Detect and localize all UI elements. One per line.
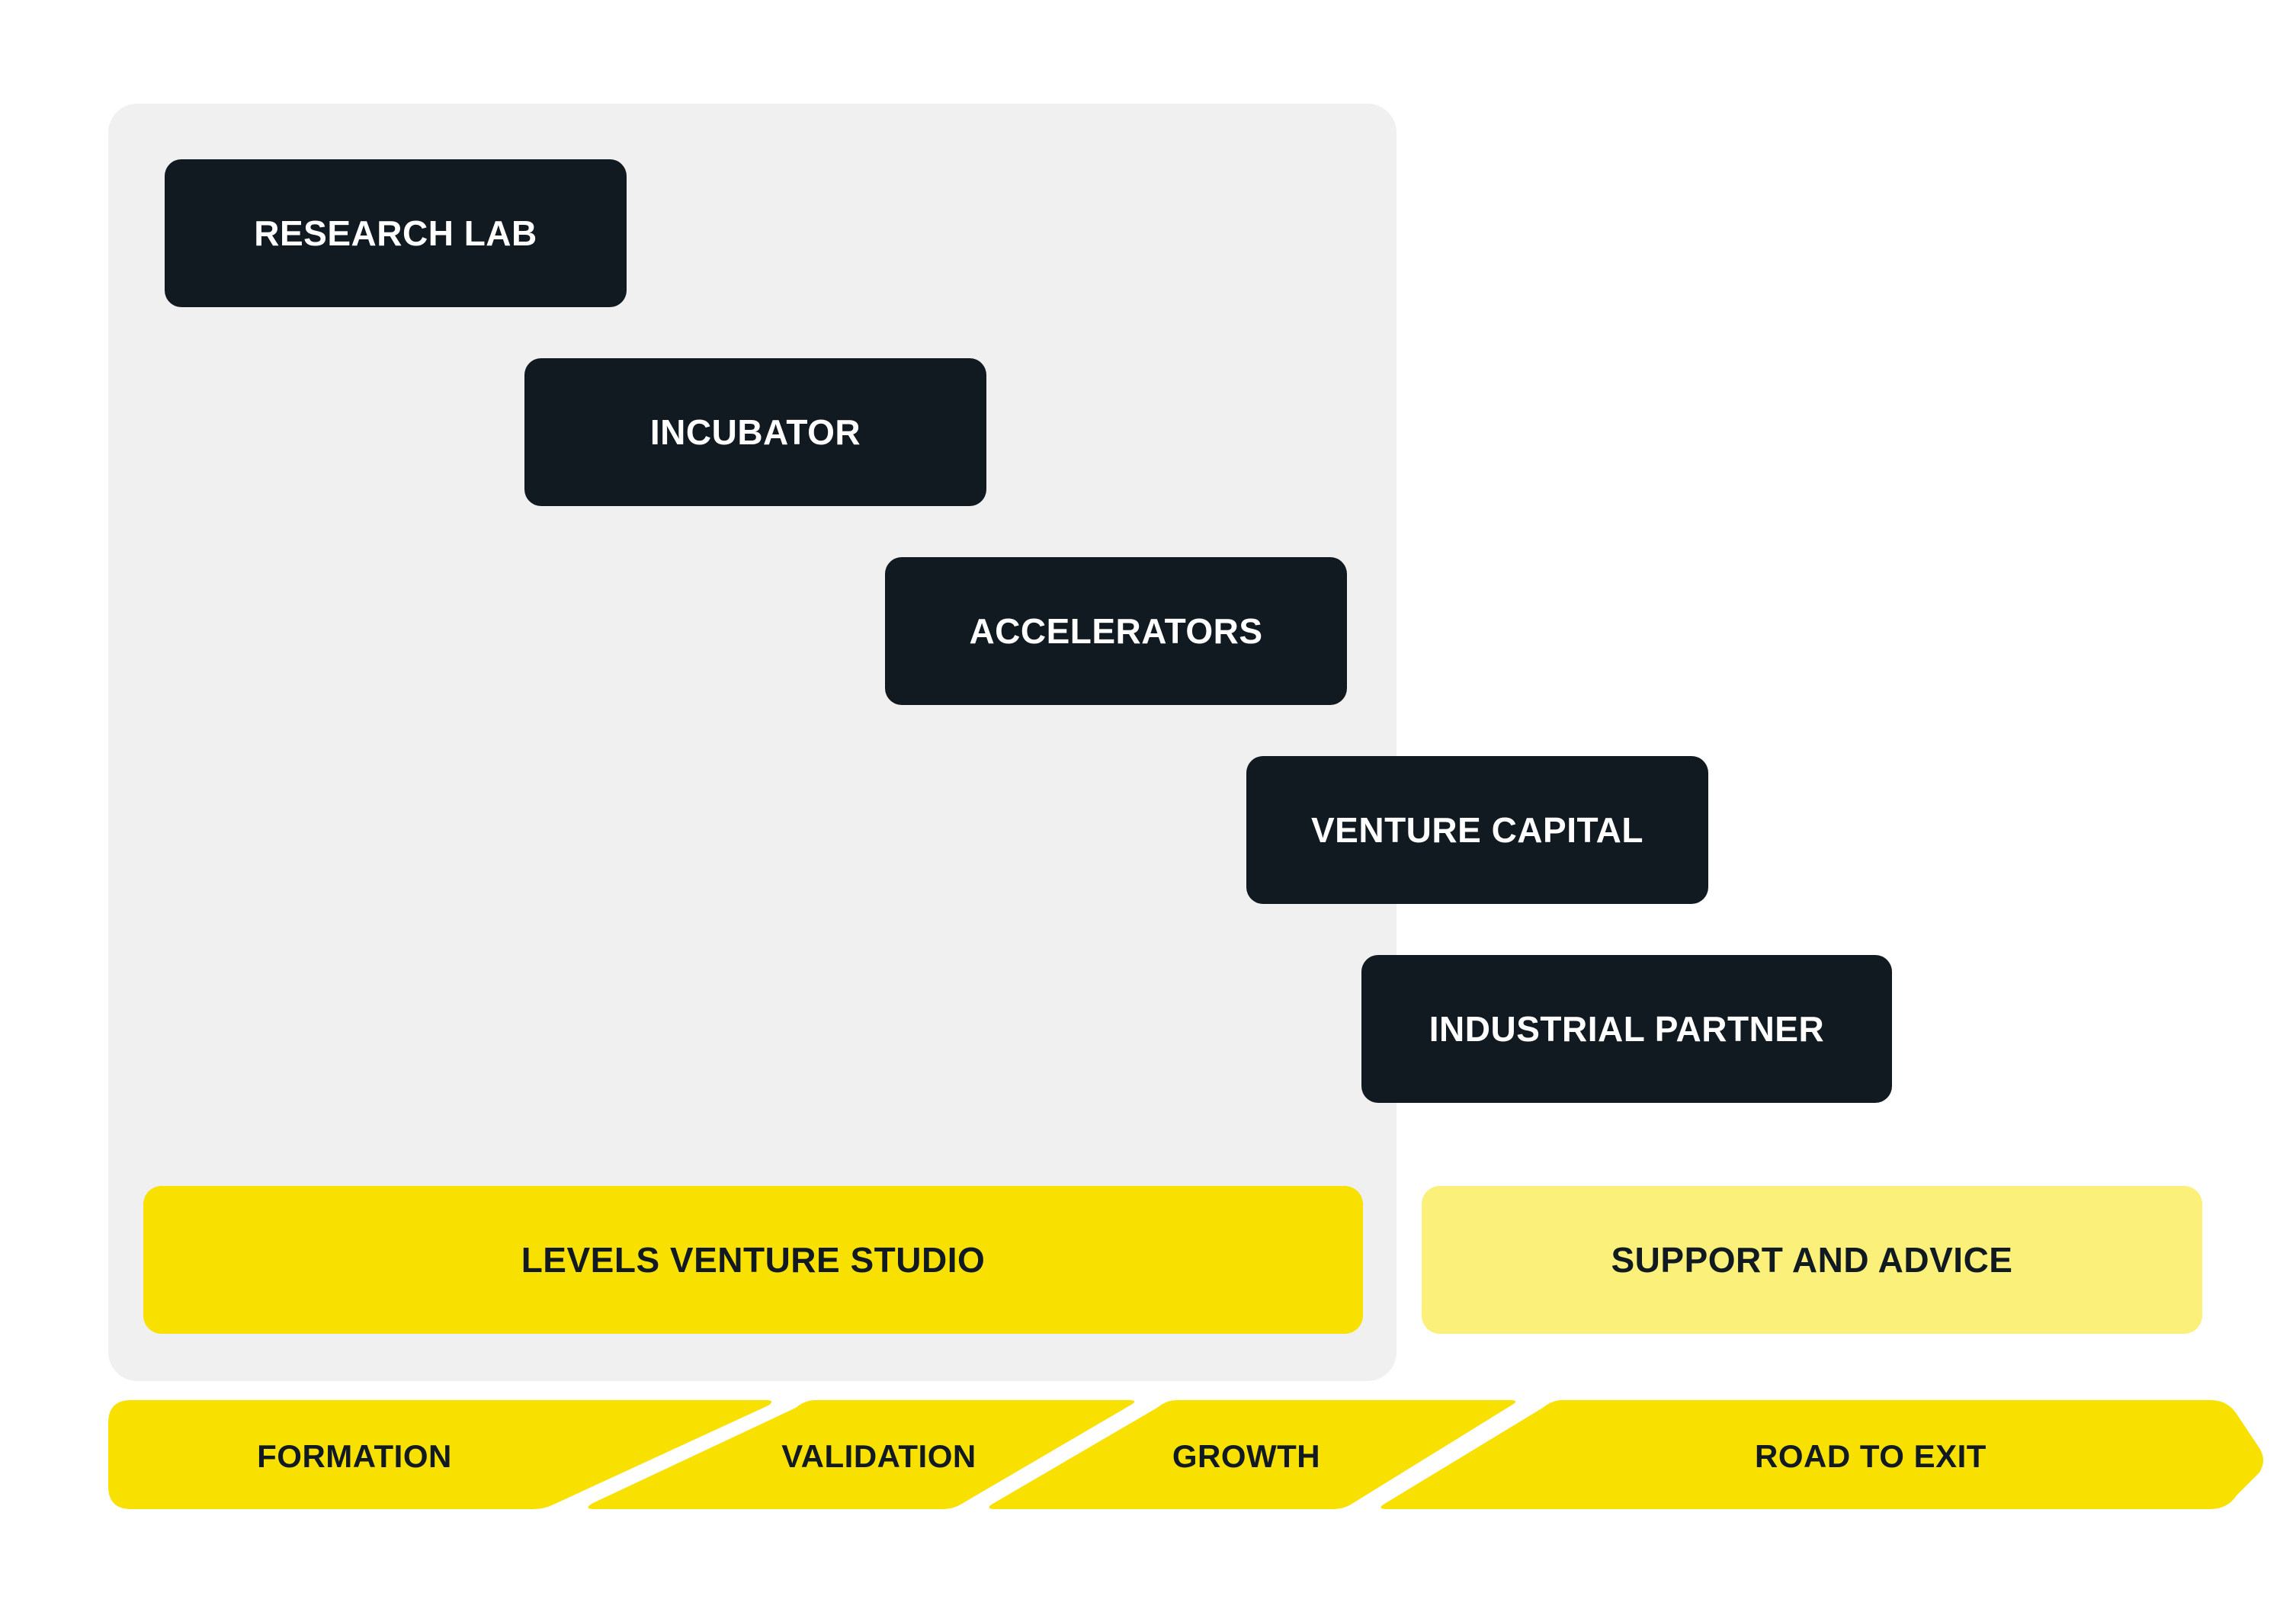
- stage-validation-shape: [588, 1400, 1135, 1509]
- stage-growth-label: GROWTH: [1172, 1438, 1320, 1474]
- levels-venture-studio-bar: LEVELS VENTURE STUDIO: [143, 1186, 1363, 1334]
- stage-road-to-exit-label: ROAD TO EXIT: [1755, 1438, 1987, 1474]
- accelerators-label: ACCELERATORS: [969, 611, 1263, 651]
- support-and-advice-label: SUPPORT AND ADVICE: [1611, 1240, 2013, 1280]
- research-lab-box: RESEARCH LAB: [165, 159, 627, 307]
- support-and-advice-bar: SUPPORT AND ADVICE: [1422, 1186, 2202, 1334]
- accelerators-box: ACCELERATORS: [885, 557, 1347, 705]
- stage-road-to-exit-shape: [1380, 1400, 2263, 1509]
- studio-scope-panel: [108, 104, 1397, 1381]
- stage-growth-shape: [989, 1400, 1516, 1509]
- venture-capital-label: VENTURE CAPITAL: [1311, 810, 1643, 850]
- stage-validation-label: VALIDATION: [781, 1438, 976, 1474]
- research-lab-label: RESEARCH LAB: [254, 213, 537, 253]
- stage-formation-shape: [108, 1400, 772, 1509]
- incubator-box: INCUBATOR: [524, 358, 986, 506]
- venture-capital-box: VENTURE CAPITAL: [1246, 756, 1708, 904]
- industrial-partner-label: INDUSTRIAL PARTNER: [1429, 1009, 1825, 1049]
- industrial-partner-box: INDUSTRIAL PARTNER: [1361, 955, 1892, 1103]
- stage-formation-label: FORMATION: [257, 1438, 452, 1474]
- levels-venture-studio-label: LEVELS VENTURE STUDIO: [521, 1240, 986, 1280]
- incubator-label: INCUBATOR: [649, 412, 861, 452]
